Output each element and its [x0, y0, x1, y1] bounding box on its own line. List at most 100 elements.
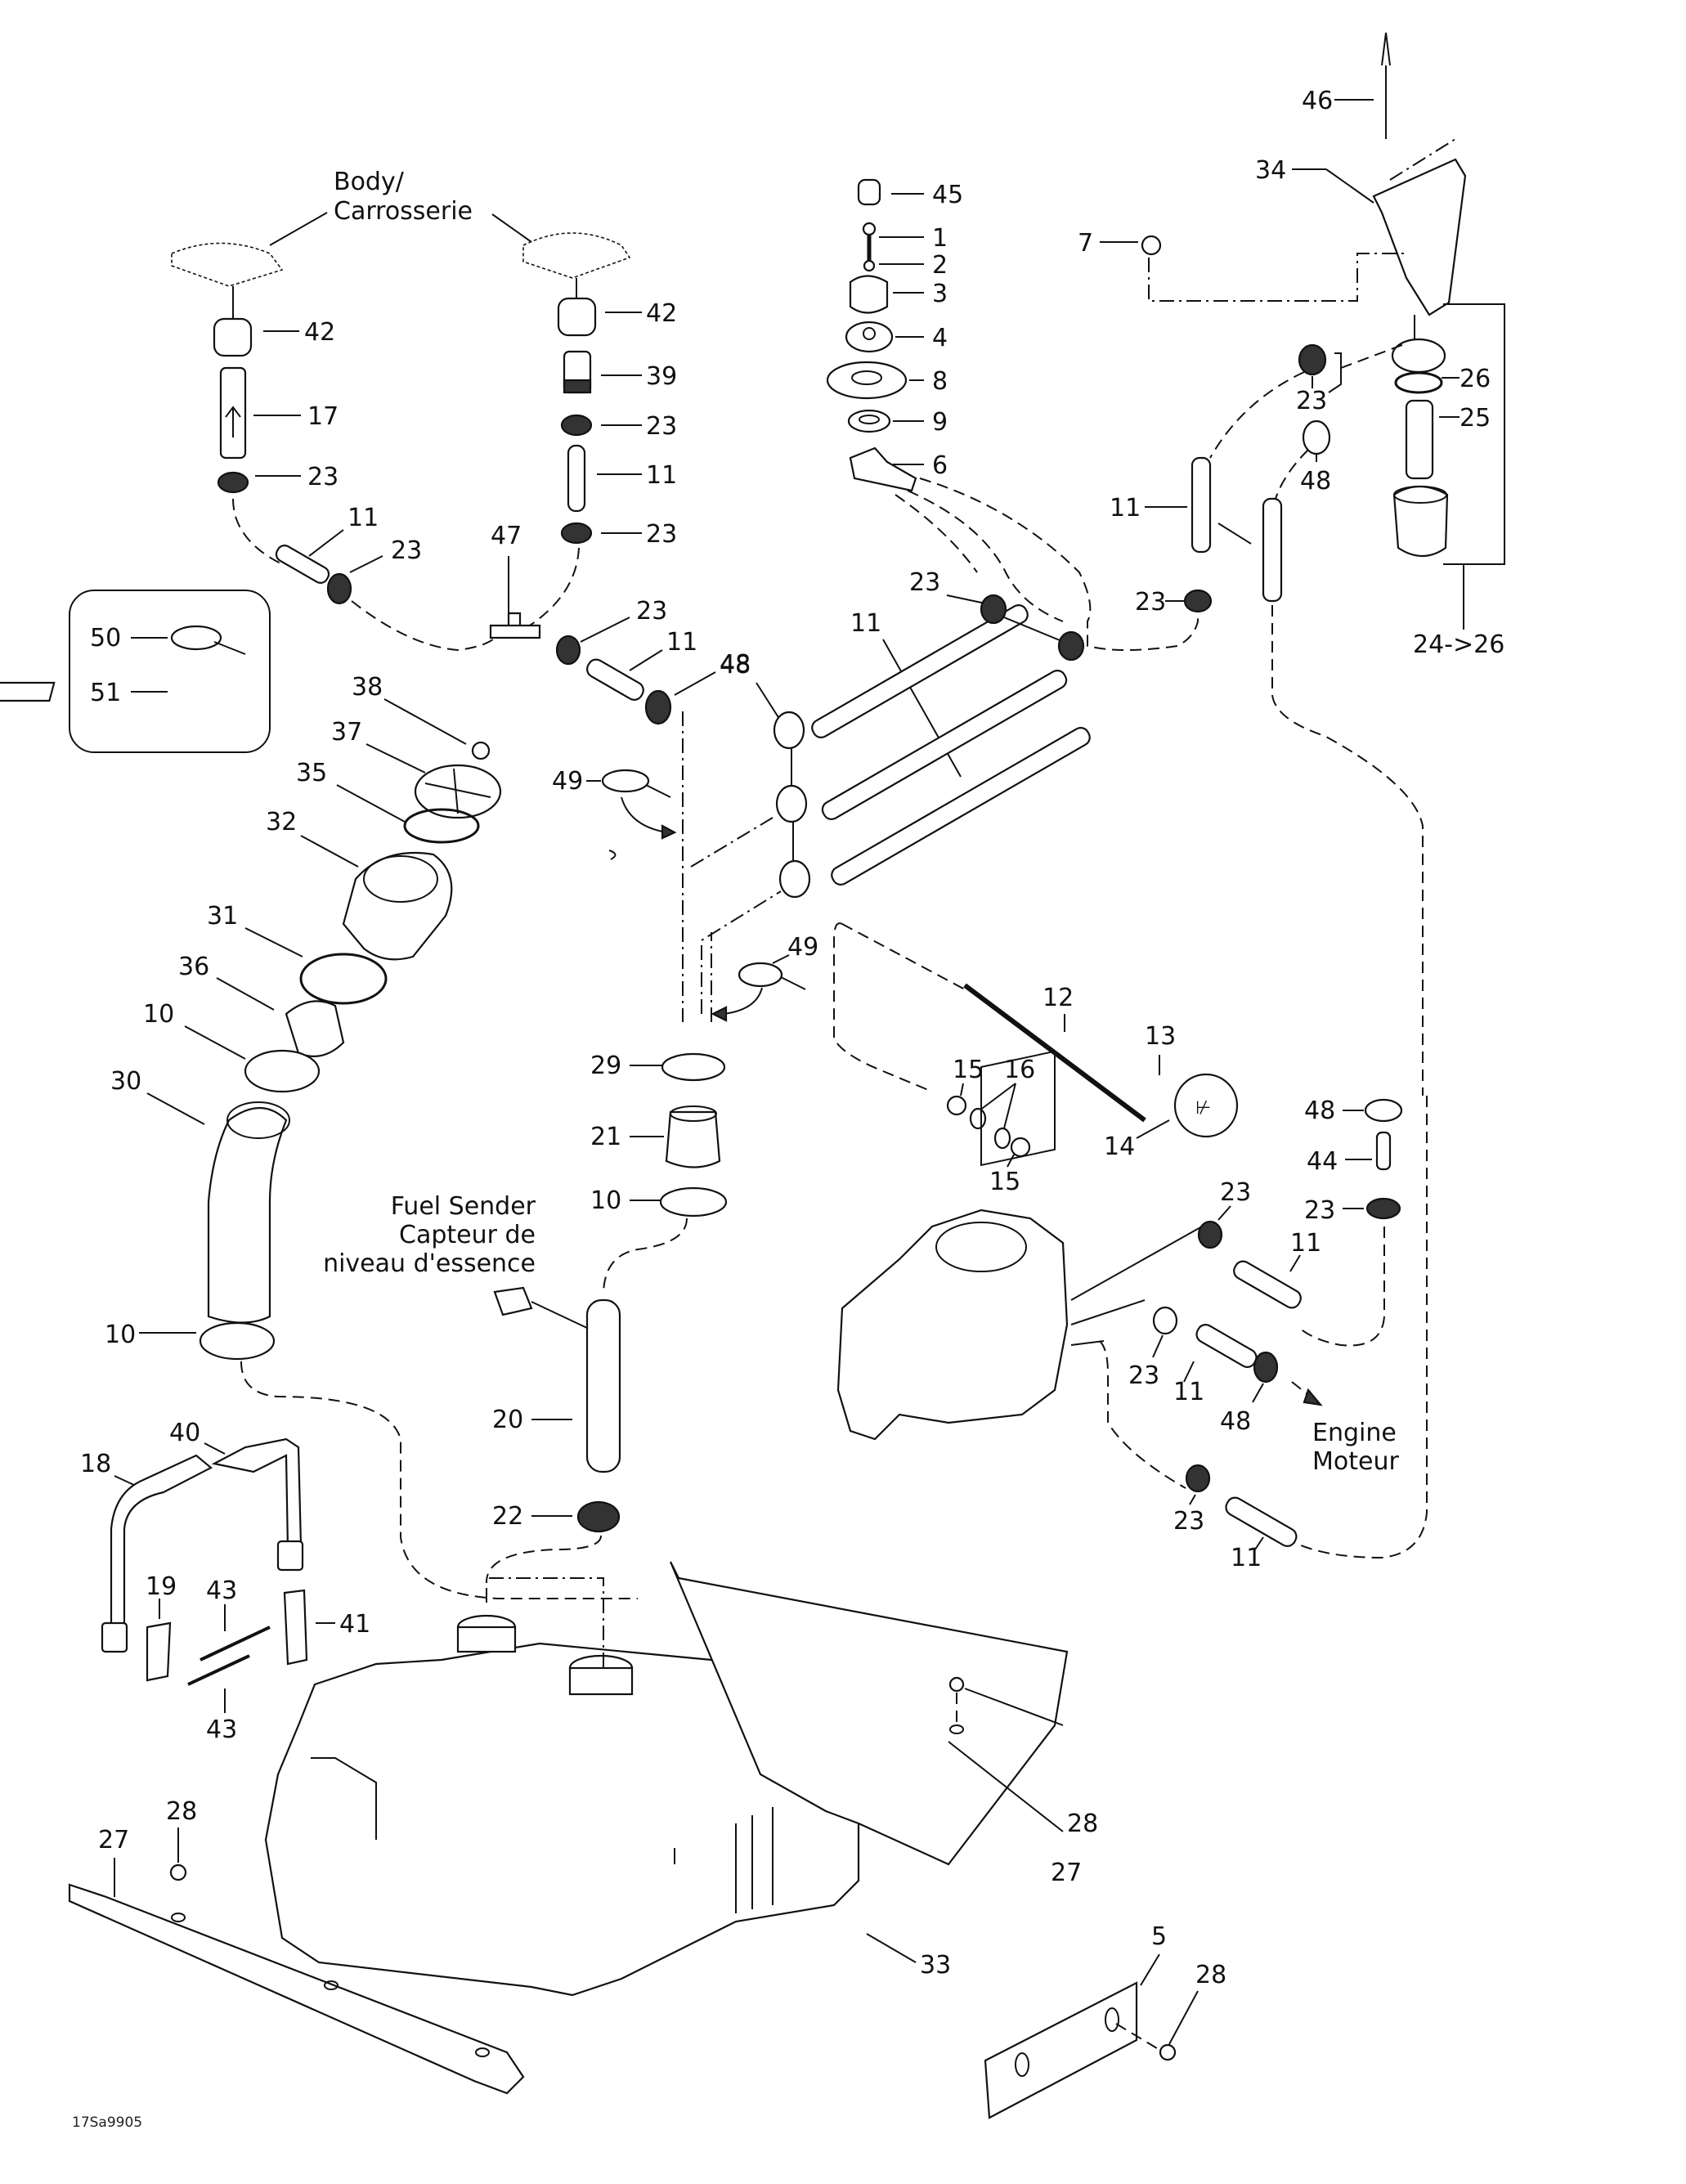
- callout-37: 37: [331, 718, 362, 747]
- filler-neck-32: [342, 851, 453, 961]
- callout-51: 51: [90, 679, 121, 707]
- tee-fitting-group: 47 23 11 48: [489, 522, 751, 725]
- fuel-sender-group: Fuel Sender Capteur de niveau d'essence …: [323, 1192, 621, 1583]
- callout-23-g: 23: [1128, 1361, 1159, 1390]
- cap-plug-38: [471, 741, 491, 760]
- engine-note-line1: Engine: [1312, 1419, 1397, 1447]
- filler-hose-30: [207, 1106, 288, 1324]
- callout-44: 44: [1307, 1147, 1338, 1176]
- callout-47: 47: [491, 522, 522, 550]
- callout-48-tr: 48: [1300, 467, 1331, 496]
- screw-1: [862, 222, 877, 236]
- center-hose-bank: 11 48 23 49 49: [552, 568, 1091, 1022]
- o-ring-35: [403, 808, 480, 844]
- fuel-sender-column: 29 21 10: [590, 1052, 728, 1293]
- carburetor-group: 23 11 23 11 48 Engine Moteur 23 11: [836, 1050, 1399, 1572]
- gasket-31: [299, 953, 388, 1005]
- callout-31: 31: [207, 902, 238, 931]
- nut-15-b: [1010, 1137, 1031, 1158]
- tee-fitting-47: [489, 612, 541, 639]
- callout-28-b: 28: [1067, 1810, 1098, 1838]
- callout-49-a: 49: [552, 767, 583, 796]
- callout-15-a: 15: [953, 1056, 984, 1084]
- body-panel-right: [522, 232, 631, 279]
- callout-11-h: 11: [1231, 1544, 1262, 1572]
- fuel-sender-note-line1: Fuel Sender: [391, 1192, 536, 1221]
- callout-42-right: 42: [646, 299, 677, 328]
- cable-tie-49-a: [601, 769, 650, 793]
- callout-48-center: 48: [720, 651, 751, 679]
- choke-knob-14: [1173, 1073, 1239, 1138]
- callout-43-b: 43: [206, 1715, 237, 1744]
- hose-11-f: [1233, 1260, 1302, 1309]
- filter-element-25: [1405, 399, 1434, 480]
- callout-16: 16: [1004, 1056, 1035, 1084]
- drawing-code: 17Sa9905: [72, 2114, 142, 2131]
- heat-shield-27-left: [68, 1883, 525, 2095]
- o-ring-26: [1394, 371, 1443, 394]
- nut-15-a: [946, 1095, 967, 1116]
- callout-48-mid: 48: [720, 650, 751, 679]
- callout-38: 38: [352, 673, 383, 702]
- callout-49-b: 49: [787, 933, 818, 962]
- callout-27-a: 27: [98, 1826, 129, 1854]
- fuel-tank-group: 33 28 27 27 28: [68, 1561, 1098, 2095]
- callout-6: 6: [932, 451, 948, 480]
- hose-11-tr-1: [1191, 456, 1212, 554]
- callout-25: 25: [1460, 404, 1491, 433]
- sender-connector: [493, 1286, 533, 1316]
- fitting-44: [1375, 1131, 1392, 1171]
- nut-4: [845, 321, 894, 353]
- body-note-line2: Carrosserie: [334, 197, 473, 226]
- callout-30: 30: [110, 1067, 141, 1096]
- hose-11-left: [275, 545, 330, 584]
- engine-note-line2: Moteur: [1312, 1447, 1399, 1476]
- callout-22: 22: [492, 1502, 523, 1531]
- callout-29: 29: [590, 1052, 621, 1080]
- screw-28-a: [169, 1863, 187, 1881]
- clamp-23-left: [217, 471, 249, 494]
- right-vent-column: 42 39 23 11 23: [522, 278, 677, 630]
- callout-14: 14: [1104, 1132, 1135, 1161]
- clamp-23-right: [560, 414, 593, 437]
- callout-13: 13: [1145, 1022, 1176, 1051]
- callout-32: 32: [266, 808, 297, 836]
- callout-48-g: 48: [1220, 1407, 1251, 1436]
- clamp-23-center-1: [980, 594, 1007, 625]
- washer-2: [863, 259, 876, 272]
- bushing-9: [847, 409, 891, 433]
- nut-7: [1141, 235, 1162, 256]
- callout-18: 18: [80, 1450, 111, 1478]
- callout-23-left: 23: [307, 463, 339, 491]
- hose-11-tr-2: [1262, 497, 1283, 603]
- tie-mount-51: [0, 681, 56, 702]
- choke-cable-group: 12 13 ⊬ 14 15 16 15: [833, 922, 1239, 1196]
- callout-34: 34: [1255, 156, 1286, 185]
- callout-11-mid: 11: [666, 628, 697, 657]
- clamp-48-mid: [644, 689, 672, 725]
- callout-21: 21: [590, 1123, 621, 1151]
- rivet-43-a: [200, 1626, 271, 1662]
- callout-3: 3: [932, 280, 948, 308]
- callout-23-h: 23: [1173, 1507, 1204, 1536]
- clamp-10-c: [659, 1186, 728, 1218]
- callout-5: 5: [1151, 1922, 1167, 1951]
- nut-36: [285, 1000, 345, 1057]
- clamp-48-e: [1364, 1098, 1403, 1123]
- callout-23-tr1: 23: [1296, 387, 1327, 415]
- callout-45: 45: [932, 181, 963, 209]
- callout-28-c: 28: [1195, 1961, 1226, 1989]
- clamp-23-left2: [326, 572, 352, 605]
- fuel-sender-note-line2: Capteur de: [399, 1221, 536, 1249]
- callout-2: 2: [932, 251, 948, 280]
- clamp-23-tr1: [1298, 343, 1327, 376]
- hose-11-g: [1195, 1324, 1258, 1368]
- callout-23-center: 23: [909, 568, 940, 597]
- grommet-42-right: [557, 297, 597, 337]
- clamp-23-f: [1197, 1220, 1223, 1249]
- tank-strap-group: 40 18 19 43 43 41: [80, 1419, 370, 1744]
- clamp-23-center-2: [1057, 630, 1085, 661]
- bracket-41: [283, 1589, 308, 1666]
- fuel-sender-note-line3: niveau d'essence: [323, 1249, 536, 1278]
- hose-11-right: [567, 444, 586, 513]
